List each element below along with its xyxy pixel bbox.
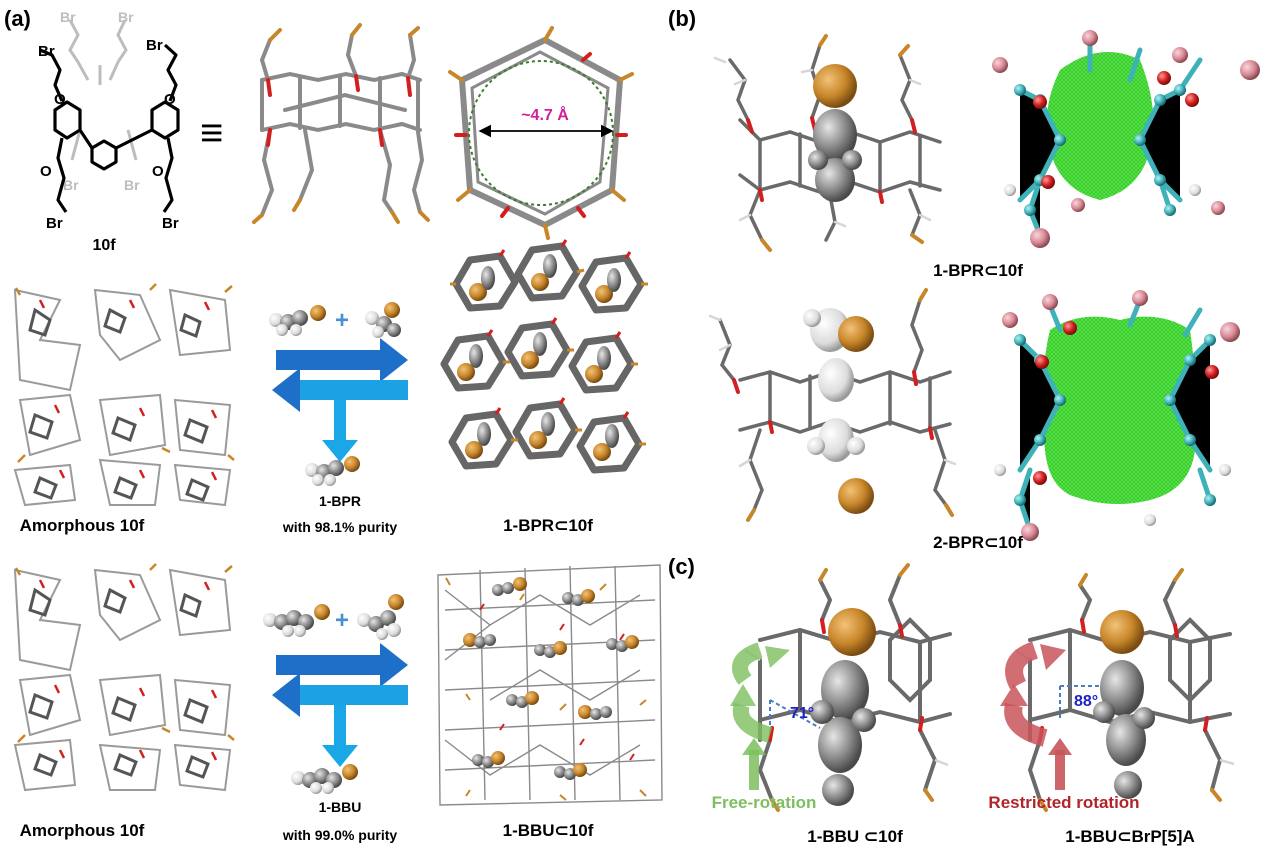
panel-label-c: (c) [668, 554, 695, 579]
product-molecule-row1 [305, 456, 360, 486]
o-atom-4: O [152, 163, 164, 180]
amorphous-label-row2: Amorphous 10f [20, 821, 145, 840]
o-atom-3: O [40, 163, 52, 180]
product-molecule-row2 [291, 764, 358, 794]
restricted-rotation-caption: Restricted rotation [988, 793, 1139, 812]
br-grey-3: Br [63, 177, 79, 193]
complex-label-row2: 1-BBU⊂10f [503, 821, 594, 840]
label-1bpr-complex: 1-BPR⊂10f [933, 261, 1023, 280]
amorphous-lattice-row1 [13, 283, 235, 507]
chemical-structure-10f: Br Br Br Br Br Br Br Br O O O O [38, 9, 180, 254]
cavity-circle [468, 60, 614, 206]
product-name-row1: 1-BPR [319, 493, 361, 509]
label-2bpr-complex: 2-BPR⊂10f [933, 533, 1023, 552]
br-tl: Br [38, 43, 55, 60]
product-purity-row2: with 99.0% purity [282, 827, 398, 843]
restricted-rotation-model: 88° [1000, 568, 1235, 812]
amorphous-lattice-row2 [13, 563, 235, 792]
equivalence-symbol: ≡ [200, 111, 223, 155]
free-rotation-caption: Free-rotation [712, 793, 817, 812]
interaction-surface-1bpr [992, 30, 1260, 248]
crystal-lattice-row1 [440, 239, 648, 474]
amorphous-label-row1: Amorphous 10f [20, 516, 145, 535]
host-guest-stick-model-2bpr [708, 288, 957, 522]
plus-symbol-row2: + [335, 607, 349, 634]
plus-symbol-row1: + [335, 307, 349, 334]
angle-label-left: 71° [790, 705, 814, 722]
host-guest-stick-model-1bpr [713, 34, 942, 252]
compound-label-10f: 10f [92, 237, 116, 254]
br-grey-2: Br [118, 9, 134, 25]
cavity-size-label: ~4.7 Å [521, 105, 569, 124]
br-grey-4: Br [124, 177, 140, 193]
label-1bbu-10f: 1-BBU ⊂10f [807, 827, 903, 846]
stick-model-side-view [252, 23, 430, 224]
mixture-molecules-row1: + [269, 302, 401, 338]
br-tr: Br [146, 37, 163, 54]
crystal-lattice-row2 [437, 564, 663, 806]
br-grey-1: Br [60, 9, 76, 25]
separation-arrows-row1 [272, 338, 408, 462]
pentagon-top-view: ~4.7 Å [448, 26, 634, 240]
separation-arrows-row2 [272, 643, 408, 767]
br-bl: Br [46, 215, 63, 232]
panel-label-b: (b) [668, 6, 696, 31]
free-rotation-model: 71° [730, 563, 952, 812]
label-1bbu-brp5a: 1-BBU⊂BrP[5]A [1065, 827, 1194, 846]
product-purity-row1: with 98.1% purity [282, 519, 398, 535]
br-br: Br [162, 215, 179, 232]
complex-label-row1: 1-BPR⊂10f [503, 516, 593, 535]
interaction-surface-2bpr [994, 290, 1240, 541]
angle-label-right: 88° [1074, 693, 1098, 710]
mixture-molecules-row2: + [263, 594, 404, 640]
o-atom-1: O [54, 91, 66, 108]
o-atom-2: O [164, 91, 176, 108]
panel-label-a: (a) [4, 6, 31, 31]
product-name-row2: 1-BBU [319, 799, 362, 815]
